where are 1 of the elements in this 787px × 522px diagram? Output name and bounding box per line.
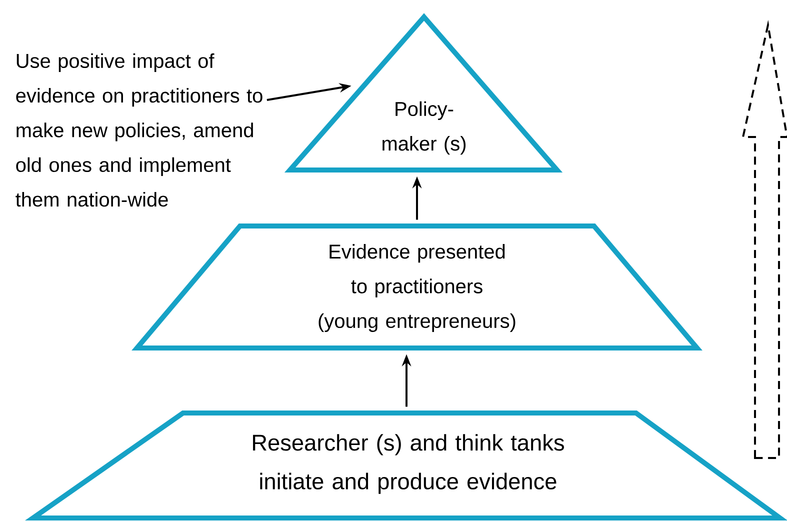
note-text: Use positive impact of evidence on practitioners to make new policies, amend old ones and implement them nation-wide: [16, 53, 262, 207]
